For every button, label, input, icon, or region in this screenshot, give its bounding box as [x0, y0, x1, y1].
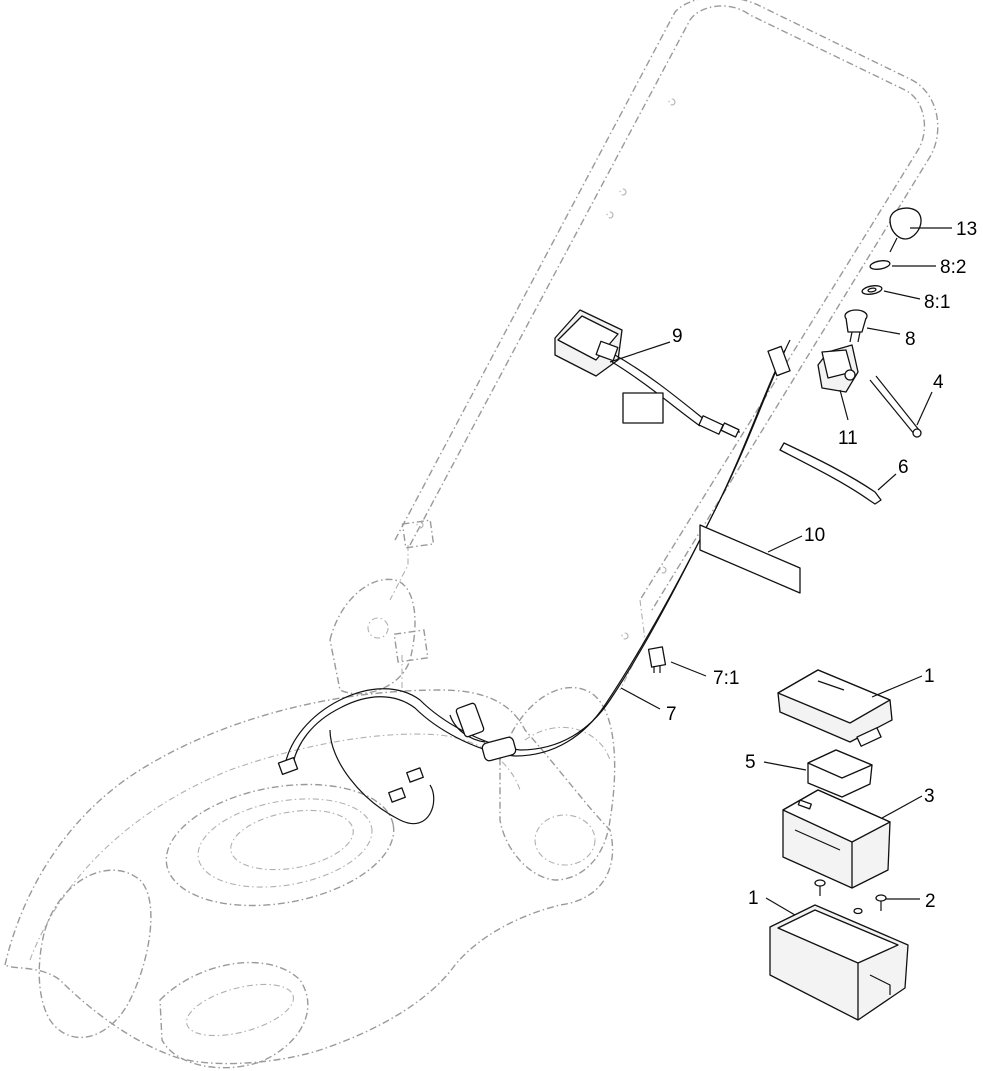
callout-6: 6 — [898, 457, 909, 478]
callout-5: 5 — [745, 752, 756, 773]
part-1-tray — [769, 904, 909, 1021]
part-6-cable-tie — [779, 442, 882, 505]
leader-lines — [609, 227, 952, 916]
part-2-screws — [814, 879, 887, 915]
part-9-charger — [554, 309, 741, 438]
callout-3: 3 — [924, 786, 935, 807]
callout-1-top: 1 — [924, 666, 935, 687]
callout-4: 4 — [933, 372, 944, 393]
part-8-2-washer — [869, 260, 891, 270]
callout-8-1: 8:1 — [924, 292, 950, 313]
part-8-1-nut — [861, 285, 883, 295]
callout-1-bottom: 1 — [748, 888, 759, 909]
part-5-foam — [807, 749, 873, 798]
wire-harness — [277, 339, 791, 825]
part-13-key — [889, 207, 922, 253]
callout-7-1: 7:1 — [713, 668, 739, 689]
callout-8-2: 8:2 — [940, 257, 966, 278]
part-3-battery — [782, 789, 891, 889]
callout-13: 13 — [956, 219, 977, 240]
part-11-housing — [817, 344, 859, 393]
callout-7: 7 — [666, 704, 677, 725]
callout-9: 9 — [672, 326, 683, 347]
part-8-switch — [844, 309, 868, 343]
callout-10: 10 — [804, 525, 825, 546]
callout-8: 8 — [905, 329, 916, 350]
part-7-1-fuse — [647, 646, 667, 673]
mower-outline — [4, 0, 939, 1069]
part-4-bolt — [869, 375, 922, 438]
callout-11: 11 — [838, 428, 858, 449]
part-1-cover — [777, 669, 893, 747]
callout-2: 2 — [925, 891, 936, 912]
callout-labels: 13 8:2 8:1 8 4 11 9 6 10 7:1 7 1 5 3 1 2 — [666, 219, 977, 912]
part-10-decal — [699, 524, 801, 594]
